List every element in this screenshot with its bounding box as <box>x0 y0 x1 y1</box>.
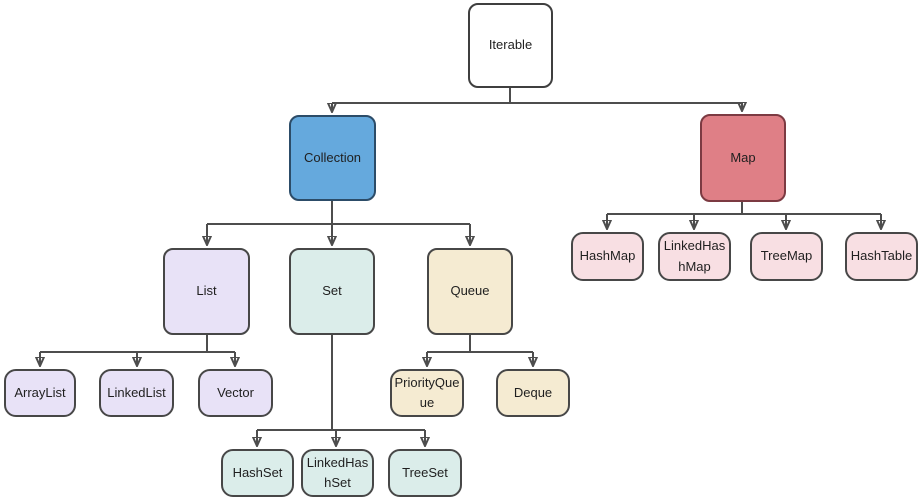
node-linkedlist: LinkedList <box>99 369 174 417</box>
node-treemap: TreeMap <box>750 232 823 281</box>
node-hashmap: HashMap <box>571 232 644 281</box>
node-hashset: HashSet <box>221 449 294 497</box>
node-label: Iterable <box>488 37 533 53</box>
node-label: ArrayList <box>14 384 66 400</box>
node-linkedhashset: LinkedHashSet <box>301 449 374 497</box>
node-iterable: Iterable <box>468 3 553 88</box>
node-label: TreeSet <box>402 464 448 480</box>
node-label: TreeMap <box>760 248 813 264</box>
node-queue: Queue <box>427 248 513 335</box>
node-list: List <box>163 248 250 335</box>
node-priorityqueue: PriorityQueue <box>390 369 464 417</box>
node-label: Vector <box>217 384 254 400</box>
node-vector: Vector <box>198 369 273 417</box>
node-label: HashMap <box>579 248 636 264</box>
node-deque: Deque <box>496 369 570 417</box>
node-linkedhashmap: LinkedHashMap <box>658 232 731 281</box>
node-collection: Collection <box>289 115 376 201</box>
node-label: Collection <box>303 149 362 165</box>
node-label: List <box>196 283 217 299</box>
node-map: Map <box>700 114 786 202</box>
node-set: Set <box>289 248 375 335</box>
node-label: Set <box>322 283 342 299</box>
node-label: Map <box>730 149 756 165</box>
node-label: PriorityQueue <box>394 374 460 410</box>
node-hashtable: HashTable <box>845 232 918 281</box>
node-treeset: TreeSet <box>388 449 462 497</box>
node-label: LinkedHashMap <box>663 238 726 274</box>
node-label: LinkedHashSet <box>306 454 369 490</box>
node-label: Queue <box>450 283 490 299</box>
node-arraylist: ArrayList <box>4 369 76 417</box>
node-label: LinkedList <box>107 384 166 400</box>
node-label: HashSet <box>232 464 283 480</box>
node-label: HashTable <box>850 248 913 264</box>
node-label: Deque <box>513 384 553 400</box>
